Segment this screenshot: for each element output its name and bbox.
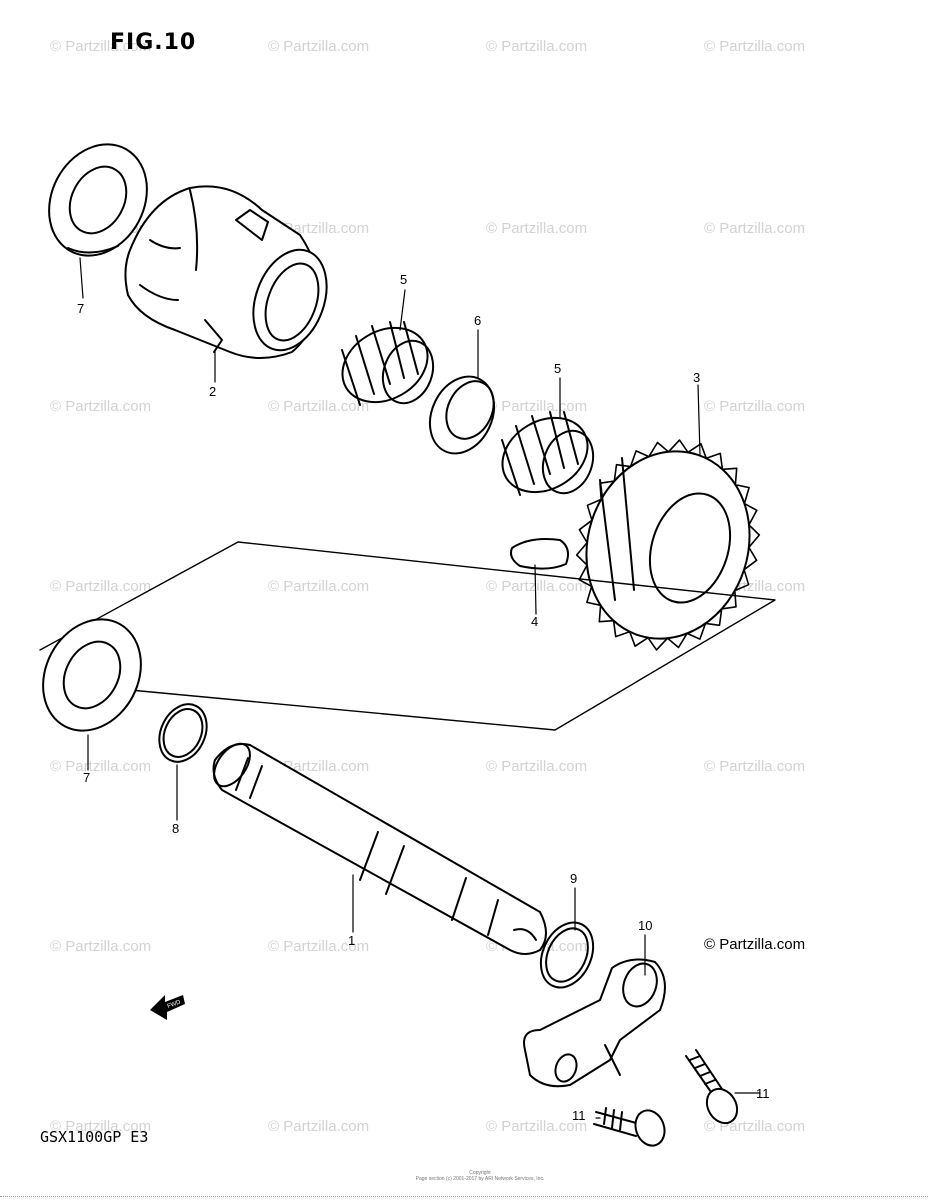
kick-starter-housing xyxy=(124,185,328,359)
leader-lines xyxy=(79,257,761,1119)
watermark: © Partzilla.com xyxy=(486,1118,588,1135)
oil-seal-top xyxy=(48,143,148,257)
callout-2: 2 xyxy=(209,384,216,399)
key-guide xyxy=(510,538,569,570)
kick-drive-gear xyxy=(575,439,761,651)
spacer xyxy=(428,375,496,455)
watermark: © Partzilla.com xyxy=(268,38,370,55)
circlip-9 xyxy=(539,921,595,989)
guide-plate xyxy=(523,958,666,1088)
forward-arrow-icon: FWD xyxy=(150,995,185,1020)
callout-11a: 11 xyxy=(756,1086,770,1101)
watermark: © Partzilla.com xyxy=(268,938,370,955)
watermark: © Partzilla.com xyxy=(268,398,370,415)
watermark: © Partzilla.com xyxy=(50,938,152,955)
callout-5b: 5 xyxy=(554,361,561,376)
fwd-label: FWD xyxy=(167,999,183,1010)
watermark: © Partzilla.com xyxy=(268,1118,370,1135)
fine-print: Copyright Page section (c) 2001-2017 by … xyxy=(400,1170,560,1182)
watermark: © Partzilla.com xyxy=(486,398,588,415)
figure-title: FIG.10 xyxy=(110,30,197,55)
callout-4: 4 xyxy=(531,614,538,629)
callout-3: 3 xyxy=(693,370,700,385)
screw-upper xyxy=(685,1049,739,1125)
callout-8: 8 xyxy=(172,821,179,836)
callout-6: 6 xyxy=(474,313,481,328)
model-code: GSX1100GP E3 xyxy=(40,1128,149,1146)
copyright-notice: © Partzilla.com xyxy=(704,936,806,953)
kick-starter-shaft xyxy=(212,742,547,955)
callout-9: 9 xyxy=(570,871,577,886)
watermark: © Partzilla.com xyxy=(50,398,152,415)
watermark: © Partzilla.com xyxy=(704,758,806,775)
watermark: © Partzilla.com xyxy=(50,758,152,775)
callout-7a: 7 xyxy=(77,301,84,316)
watermark: © Partzilla.com xyxy=(704,38,806,55)
scan-edge xyxy=(0,1196,928,1197)
callout-11b: 11 xyxy=(572,1108,586,1123)
fine-print-line2: Page section (c) 2001-2017 by ARI Networ… xyxy=(415,1176,545,1182)
watermark: © Partzilla.com xyxy=(704,398,806,415)
watermark: © Partzilla.com xyxy=(50,1118,152,1135)
needle-bearing-2 xyxy=(501,411,595,496)
watermark: © Partzilla.com xyxy=(486,220,588,237)
oil-seal-bottom xyxy=(42,618,142,732)
assembly-outline xyxy=(39,541,776,731)
circlip-8 xyxy=(158,703,208,763)
needle-bearing-1 xyxy=(341,321,435,406)
fine-print-line1: Copyright xyxy=(469,1170,491,1176)
callout-10: 10 xyxy=(638,918,652,933)
watermark: © Partzilla.com xyxy=(486,38,588,55)
callout-7b: 7 xyxy=(83,770,90,785)
callout-5a: 5 xyxy=(400,272,407,287)
watermark: © Partzilla.com xyxy=(704,220,806,237)
callout-1: 1 xyxy=(348,933,355,948)
watermark: © Partzilla.com xyxy=(268,578,370,595)
watermark: © Partzilla.com xyxy=(50,578,152,595)
watermark: © Partzilla.com xyxy=(50,38,152,55)
watermark: © Partzilla.com xyxy=(486,578,588,595)
watermark: © Partzilla.com xyxy=(486,758,588,775)
screw-lower xyxy=(593,1107,666,1147)
